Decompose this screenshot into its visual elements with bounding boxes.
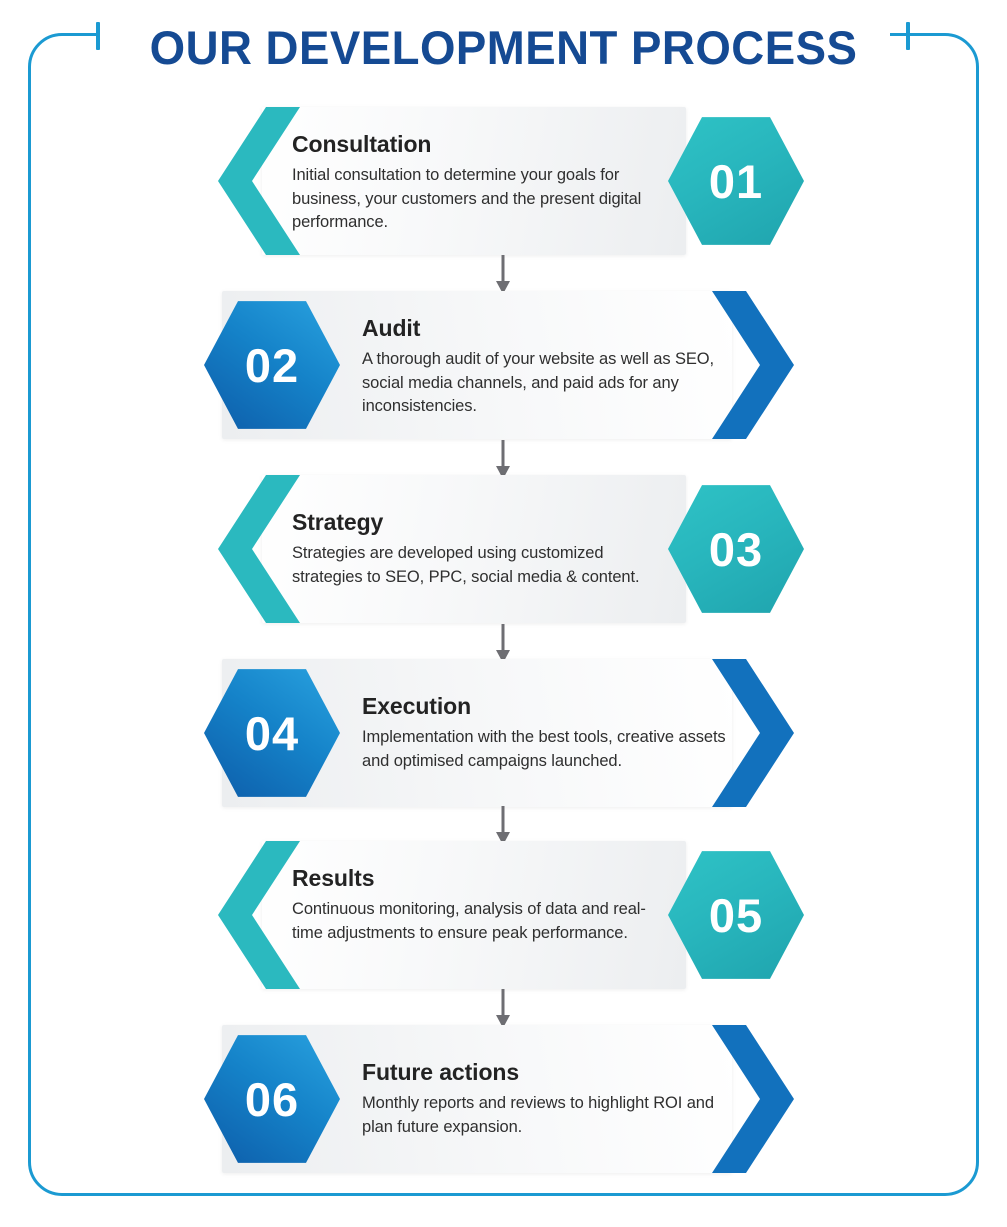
- chevron-left-icon: [208, 107, 300, 255]
- chevron-right-icon: [712, 659, 804, 807]
- step-number: 04: [244, 706, 300, 760]
- step-description: Monthly reports and reviews to highlight…: [362, 1094, 714, 1136]
- step-number: 01: [708, 154, 764, 208]
- step-text-block: Execution Implementation with the best t…: [362, 691, 730, 773]
- connector-arrow-3: [495, 624, 511, 664]
- connector-arrow-2: [495, 440, 511, 480]
- step-number-hexagon: 03: [668, 485, 804, 613]
- step-text-block: Strategy Strategies are developed using …: [292, 507, 672, 589]
- step-row-05: Results Continuous monitoring, analysis …: [0, 841, 1007, 989]
- step-description: Continuous monitoring, analysis of data …: [292, 900, 646, 942]
- step-number: 02: [244, 338, 300, 392]
- step-description: Strategies are developed using customize…: [292, 544, 640, 586]
- step-card: [262, 107, 686, 255]
- connector-arrow-4: [495, 806, 511, 846]
- step-title: Future actions: [362, 1059, 520, 1085]
- step-title: Consultation: [292, 131, 432, 157]
- connector-arrow-1: [495, 255, 511, 295]
- step-number-hexagon: 05: [668, 851, 804, 979]
- step-text-block: Consultation Initial consultation to det…: [292, 129, 672, 235]
- step-number: 06: [244, 1072, 300, 1126]
- step-row-06: Future actions Monthly reports and revie…: [0, 1025, 1007, 1173]
- chevron-right-icon: [712, 291, 804, 439]
- page-title: OUR DEVELOPMENT PROCESS: [149, 21, 858, 74]
- step-row-04: Execution Implementation with the best t…: [0, 659, 1007, 807]
- step-number-hexagon: 06: [204, 1035, 340, 1163]
- chevron-left-icon: [208, 475, 300, 623]
- step-number: 05: [708, 888, 764, 942]
- step-row-03: Strategy Strategies are developed using …: [0, 475, 1007, 623]
- step-card: [262, 841, 686, 989]
- step-text-block: Audit A thorough audit of your website a…: [362, 313, 730, 419]
- step-text-block: Results Continuous monitoring, analysis …: [292, 863, 672, 945]
- step-row-02: Audit A thorough audit of your website a…: [0, 291, 1007, 439]
- step-row-01: Consultation Initial consultation to det…: [0, 107, 1007, 255]
- step-description: A thorough audit of your website as well…: [362, 350, 714, 415]
- step-title: Audit: [362, 315, 421, 341]
- chevron-left-icon: [208, 841, 300, 989]
- step-title: Results: [292, 865, 375, 891]
- step-card: [262, 475, 686, 623]
- chevron-right-icon: [712, 1025, 804, 1173]
- step-text-block: Future actions Monthly reports and revie…: [362, 1057, 730, 1139]
- step-description: Initial consultation to determine your g…: [292, 166, 642, 231]
- step-number-hexagon: 01: [668, 117, 804, 245]
- step-description: Implementation with the best tools, crea…: [362, 728, 726, 770]
- connector-arrow-5: [495, 989, 511, 1029]
- frame-tick-right-icon: [906, 22, 910, 50]
- step-title: Execution: [362, 693, 472, 719]
- step-number: 03: [708, 522, 764, 576]
- frame-tick-left-icon: [96, 22, 100, 50]
- step-title: Strategy: [292, 509, 384, 535]
- frame-top-gap: [100, 20, 890, 46]
